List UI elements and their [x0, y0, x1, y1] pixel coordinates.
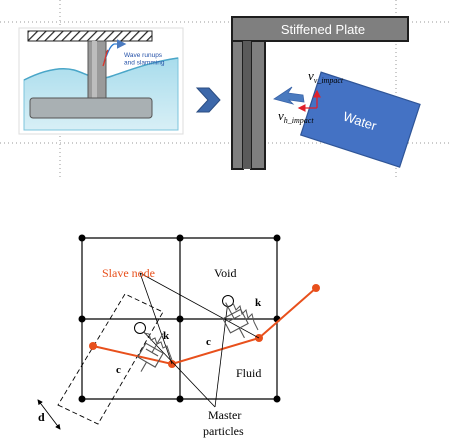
leader-lines [139, 272, 260, 408]
slave-polyline [92, 287, 317, 366]
slave-node-label: Slave node [102, 266, 155, 280]
v-impact-label: vv_impact [308, 68, 344, 85]
void-label: Void [214, 266, 236, 280]
c-label-2: c [206, 336, 211, 348]
k-label-1: k [163, 330, 170, 342]
h-impact-label: vh_impact [278, 108, 314, 125]
water-box: Water [299, 71, 421, 168]
grid-nodes [78, 234, 281, 403]
chevron-arrow-icon [195, 87, 221, 113]
fluid-label: Fluid [236, 366, 261, 380]
slave-nodes [89, 284, 320, 368]
master-particle-1 [134, 322, 173, 372]
plate-title: Stiffened Plate [281, 22, 365, 37]
c-label-1: c [116, 364, 121, 376]
d-label: d [38, 410, 45, 424]
k-label-2: k [255, 297, 262, 309]
pontoon [29, 97, 153, 119]
wave-inset: Wave runups and slamming [18, 27, 184, 135]
master-particle-2 [222, 295, 259, 339]
offset-band [57, 293, 164, 425]
impact-arrow-icon [273, 86, 305, 105]
hatched-deck [27, 30, 153, 42]
master-particles-label: Master particles [203, 408, 244, 438]
inset-label: Wave runups and slamming [124, 52, 165, 67]
d-dimension [37, 399, 61, 430]
stiffened-plate: Stiffened Plate [231, 16, 409, 170]
